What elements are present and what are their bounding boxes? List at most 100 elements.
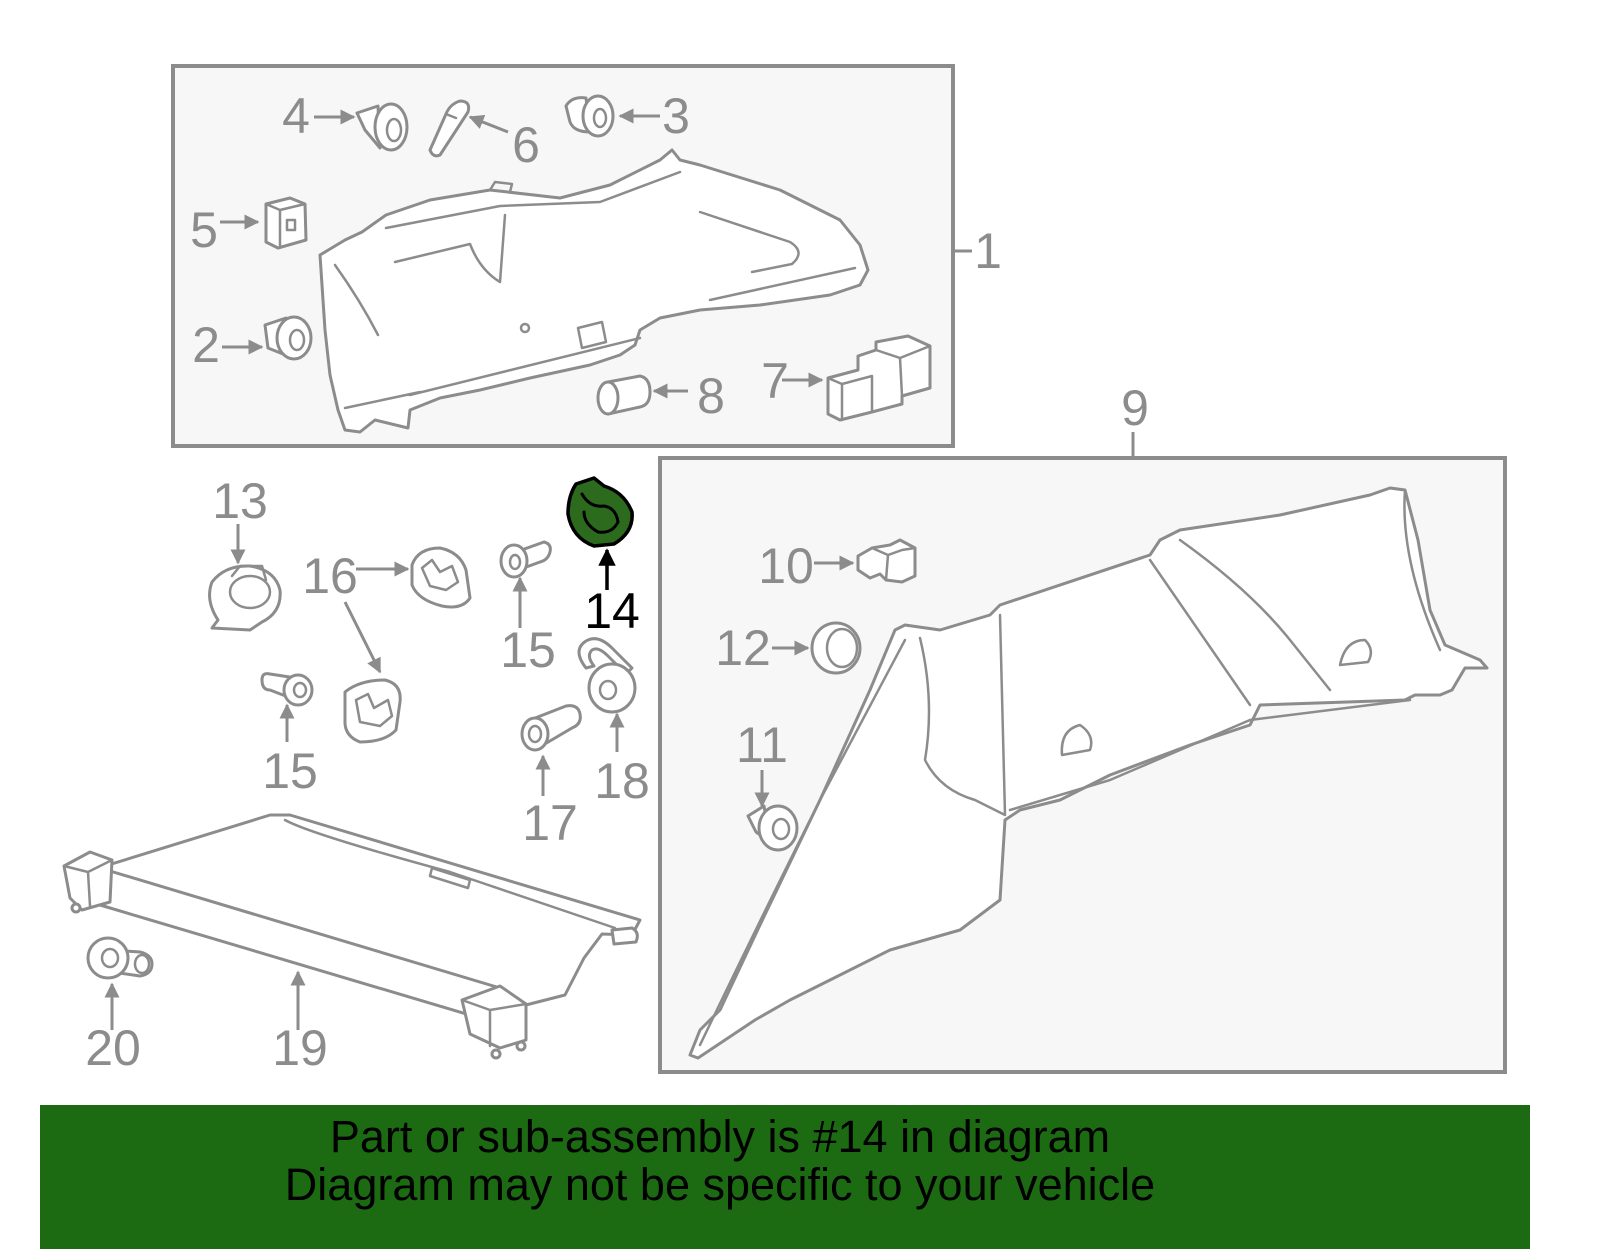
banner-line-2: Diagram may not be specific to your vehi… [284, 1159, 1156, 1210]
part-8 [596, 374, 652, 416]
part-15-lower [260, 672, 314, 707]
part-4 [355, 102, 409, 152]
callout-6-label: 6 [512, 117, 540, 173]
callout-8-label: 8 [697, 368, 725, 424]
part-19-handle [428, 866, 472, 890]
part-16-upper-body [410, 546, 472, 609]
part-1 [318, 148, 870, 434]
part-19-left-peg [70, 902, 82, 914]
part-17 [520, 704, 582, 752]
part-10-edges [870, 546, 917, 582]
part-5-slot [285, 218, 297, 232]
part-9 [688, 486, 1489, 1060]
part-15-lower-center [292, 681, 308, 699]
part-19-right-cap-edges [460, 998, 528, 1048]
part-7 [826, 334, 932, 422]
part-1-contours [333, 170, 857, 410]
callout-13-label: 13 [212, 473, 268, 529]
info-banner-text: Part or sub-assembly is #14 in diagram D… [40, 1105, 1400, 1209]
callout-14-label: 14 [584, 583, 640, 639]
part-15-upper-center [508, 553, 522, 571]
part-18 [577, 637, 637, 714]
part-17-end [520, 716, 550, 752]
part-2-center [288, 328, 306, 352]
part-6-detail [444, 112, 458, 120]
callout-10-label: 10 [758, 538, 814, 594]
part-20 [86, 936, 154, 980]
callout-19-label: 19 [272, 1020, 328, 1076]
callout-16-label: 16 [302, 548, 358, 604]
part-11-head [757, 804, 799, 852]
part-12 [810, 621, 862, 675]
part-14-highlighted [566, 476, 634, 548]
part-1-panel [318, 148, 870, 434]
part-1-handle-recess [576, 320, 608, 350]
part-20-tip [133, 953, 151, 975]
part-12-body [810, 621, 862, 675]
part-15-lower-head [282, 673, 314, 707]
part-11 [746, 804, 799, 852]
part-9-contours [698, 488, 1442, 1047]
part-13 [208, 564, 282, 632]
part-6-pin [428, 99, 471, 158]
part-19 [62, 813, 642, 1060]
upper-assembly-group: 4 6 3 5 2 [171, 64, 955, 448]
part-3-head [581, 94, 615, 138]
part-20-center [100, 947, 120, 969]
part-8-end [596, 380, 620, 416]
part-19-end-pin [610, 926, 639, 946]
part-16-upper [410, 546, 472, 609]
part-10 [856, 538, 917, 584]
part-5 [264, 196, 308, 250]
part-4-stem [355, 104, 382, 150]
banner-line-1: Part or sub-assembly is #14 in diagram [329, 1111, 1111, 1162]
part-2 [263, 315, 313, 361]
part-7-edges [826, 344, 932, 422]
part-16-lower [343, 678, 402, 744]
part-3 [564, 94, 615, 138]
part-2-head [275, 315, 313, 361]
part-3-center [592, 107, 608, 129]
part-5-edges [264, 202, 307, 248]
callout-18-label: 18 [594, 753, 650, 809]
part-17-center [527, 724, 543, 744]
callout-6-arrow [468, 114, 509, 134]
part-14-body [566, 476, 634, 548]
callout-16-arrow-lower [343, 601, 382, 674]
part-9-panel [688, 486, 1489, 1060]
part-18-head [587, 662, 637, 714]
part-4-center [385, 117, 403, 143]
callout-2-label: 2 [192, 317, 220, 373]
part-11-center [771, 817, 791, 841]
part-9-recess-right [1338, 638, 1373, 667]
part-16-upper-detail [420, 558, 460, 592]
part-6 [428, 99, 471, 158]
callout-5-label: 5 [190, 202, 218, 258]
callout-15-lower-label: 15 [262, 743, 318, 799]
callout-9-label: 9 [1121, 380, 1149, 436]
part-19-right-peg-a [490, 1048, 502, 1060]
part-13-tab [230, 564, 268, 582]
right-assembly-group: 10 12 11 [658, 456, 1507, 1074]
callout-1-label: 1 [974, 223, 1002, 279]
info-banner: Part or sub-assembly is #14 in diagram D… [40, 1105, 1530, 1249]
part-12-face [825, 627, 859, 669]
callout-4-label: 4 [282, 88, 310, 144]
part-16-lower-body [343, 678, 402, 744]
part-18-center [598, 679, 618, 701]
part-1-hole [519, 322, 531, 334]
part-20-head [86, 936, 130, 980]
callout-7-label: 7 [761, 353, 789, 409]
part-19-right-cap [460, 984, 528, 1050]
callout-15-upper-label: 15 [500, 622, 556, 678]
callout-3-label: 3 [662, 88, 690, 144]
part-15-upper-head [499, 543, 529, 579]
part-9-recess-left [1060, 723, 1093, 757]
callout-17-label: 17 [522, 795, 578, 851]
callout-12-label: 12 [715, 620, 771, 676]
part-13-opening [228, 574, 272, 610]
part-16-lower-detail [354, 692, 394, 728]
part-14-detail [580, 492, 620, 534]
callout-20-label: 20 [85, 1020, 141, 1076]
